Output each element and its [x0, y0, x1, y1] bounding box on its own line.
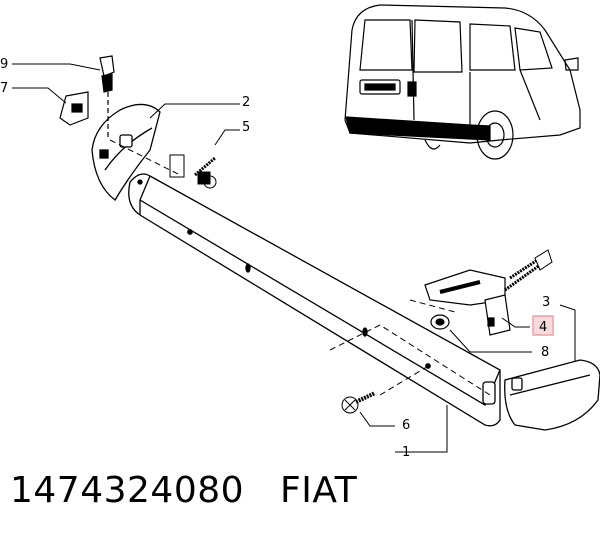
right-end-cap: [504, 359, 600, 431]
callout-8: 8: [541, 345, 549, 360]
callout-7: 7: [0, 81, 8, 96]
brand-name: FIAT: [280, 470, 358, 511]
exploded-parts-diagram: 9 7 2 5 3 4 8 6 1: [0, 4, 600, 460]
callout-4-highlight: [532, 315, 554, 336]
callout-6: 6: [402, 418, 410, 433]
bumper-beam: [128, 173, 501, 427]
nut: [430, 314, 450, 330]
callout-5: 5: [242, 120, 250, 135]
leader-lines: [12, 63, 576, 453]
part-info: 1474324080 FIAT: [10, 470, 357, 511]
assembly-lines: [109, 139, 491, 396]
van-illustration: [344, 4, 581, 160]
callout-1: 1: [402, 445, 410, 460]
part-number: 1474324080: [10, 470, 245, 511]
clip-and-stud: [59, 55, 115, 140]
callout-4: 4: [539, 320, 547, 335]
screw-5: [169, 154, 217, 189]
callout-9: 9: [0, 57, 8, 72]
callout-2: 2: [242, 95, 250, 110]
mounting-bracket: [424, 269, 511, 336]
screw-6: [341, 391, 376, 414]
screws-pair: [504, 249, 553, 292]
callout-3: 3: [542, 295, 550, 310]
